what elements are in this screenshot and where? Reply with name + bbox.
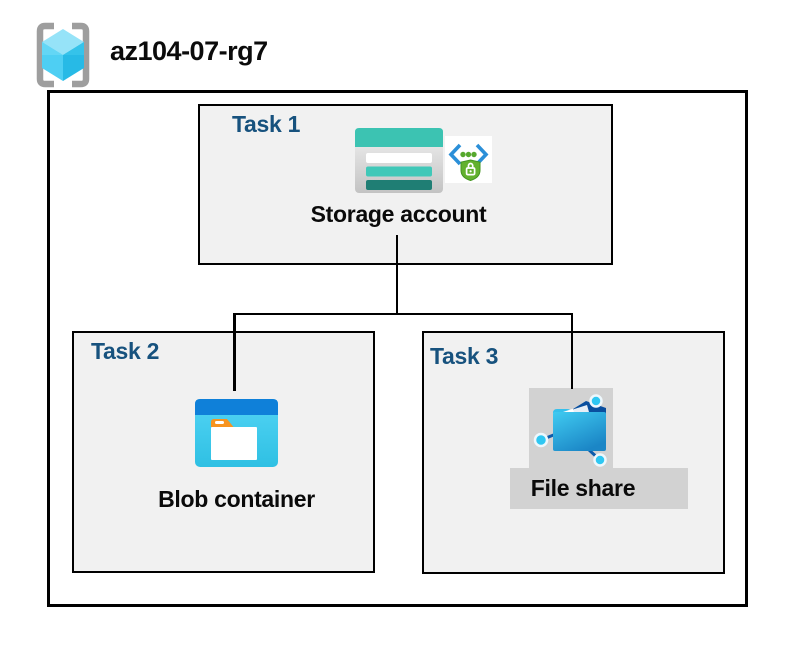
connector-storage-stem xyxy=(395,235,398,314)
resource-group-icon xyxy=(36,22,90,88)
task2-box: Task 2 Blob container xyxy=(72,331,375,573)
blob-container-label: Blob container xyxy=(158,486,315,512)
task3-box: Task 3 File s xyxy=(422,331,725,574)
connector-to-file-share xyxy=(570,312,573,389)
resource-group-name: az104-07-rg7 xyxy=(110,36,268,66)
task1-box: Task 1 Storage account xyxy=(198,104,613,265)
storage-account-icon xyxy=(355,128,443,193)
file-share-icon xyxy=(533,394,607,467)
blob-container-icon xyxy=(195,399,278,467)
file-share-label: File share xyxy=(530,475,636,501)
file-share-icon-highlight xyxy=(529,388,613,469)
connector-branch xyxy=(233,312,573,315)
task1-label: Task 1 xyxy=(232,111,301,137)
storage-account-label: Storage account xyxy=(310,201,487,227)
task3-label: Task 3 xyxy=(430,343,499,369)
file-share-label-highlight: File share xyxy=(510,468,688,509)
connector-to-blob xyxy=(233,312,236,391)
code-shield-sas-icon xyxy=(445,136,492,183)
task2-label: Task 2 xyxy=(91,338,160,364)
